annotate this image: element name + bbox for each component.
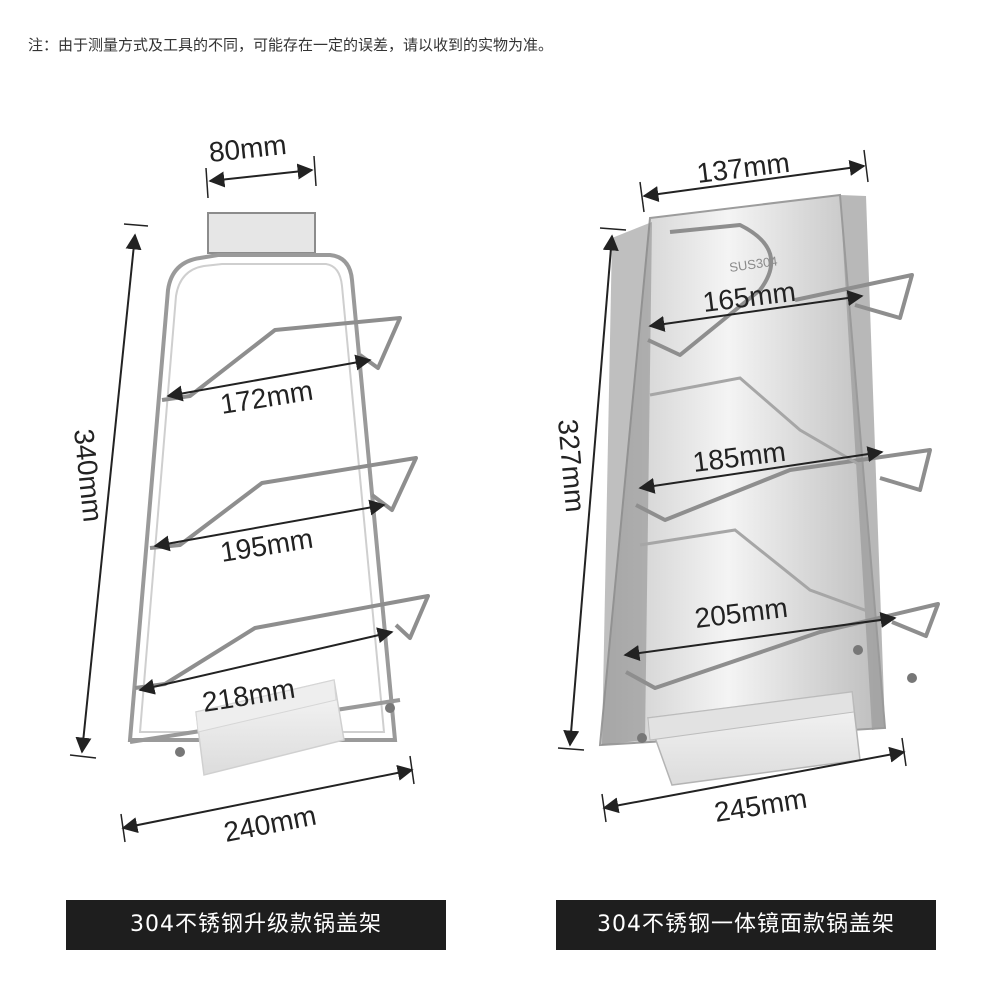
left-dim-bottom: 240mm: [221, 800, 319, 848]
right-rack-knob: [853, 645, 863, 655]
left-dim-height: 340mm: [68, 427, 109, 523]
right-dim-bottom: 245mm: [712, 783, 809, 828]
left-rack-frame: [127, 253, 398, 742]
right-rack-rung-3-back: [639, 528, 871, 614]
left-rack-knob: [385, 703, 395, 713]
right-rack-rung-1: [794, 273, 914, 320]
left-dim-rung-2: 195mm: [218, 523, 315, 568]
right-rack-knob: [907, 673, 917, 683]
right-dim-height: 327mm: [552, 418, 591, 514]
left-dim-top: 80mm: [207, 129, 288, 168]
left-rack-hook: [207, 212, 316, 254]
right-dimensions: [557, 149, 907, 823]
right-rack-stamp: SUS304: [728, 253, 778, 275]
right-rack-rung-1-back: [647, 223, 774, 357]
right-rack-knob: [637, 733, 647, 743]
left-rack-knob: [175, 747, 185, 757]
right-dim-top: 137mm: [695, 147, 791, 189]
left-rack-caption: 304不锈钢升级款锅盖架: [66, 900, 446, 950]
left-dim-rung-1: 172mm: [218, 375, 315, 420]
right-rack-panel-edge: [602, 222, 652, 745]
right-rack-drip-tray-rim: [647, 691, 855, 741]
right-rack-caption: 304不锈钢一体镜面款锅盖架: [556, 900, 936, 950]
disclaimer-note: 注：由于测量方式及工具的不同，可能存在一定的误差，请以收到的实物为准。: [28, 36, 554, 54]
left-dimensions: [69, 155, 415, 843]
